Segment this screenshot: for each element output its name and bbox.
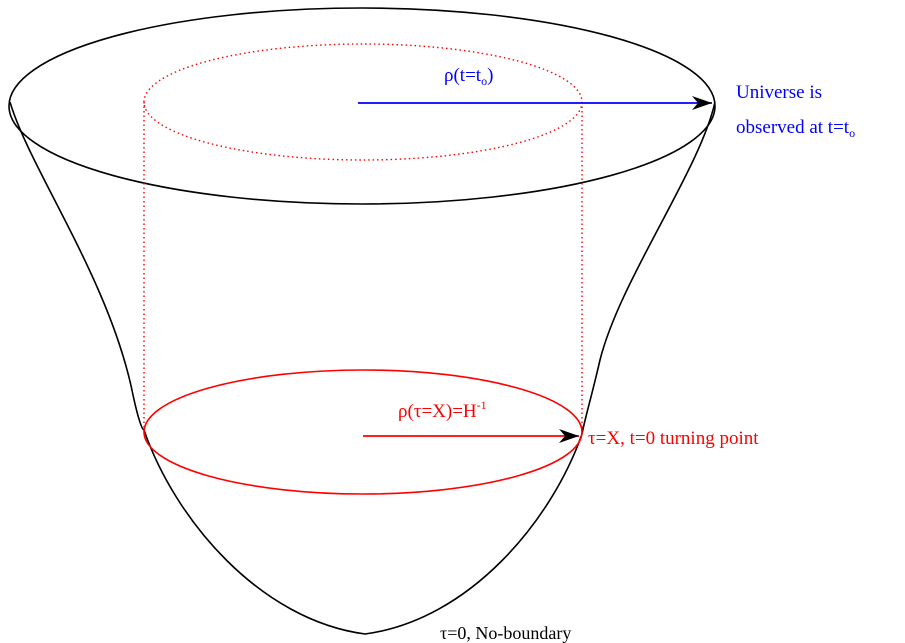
projected-ellipse-dotted <box>143 43 583 161</box>
no-boundary-label: τ=0, No-boundary <box>440 623 571 643</box>
turning-point-label: τ=X, t=0 turning point <box>588 428 759 449</box>
rho-now-suffix: ) <box>487 65 493 86</box>
turning-point-ellipse <box>143 369 583 495</box>
rho-x-label: ρ(τ=X)=H-1 <box>398 398 487 422</box>
rho-x-prefix: ρ(τ=X)=H <box>398 401 477 422</box>
rho-now-prefix: ρ(t=t <box>444 65 482 86</box>
rho-x-superscript: -1 <box>477 398 487 412</box>
universe-line2-prefix: observed at t=t <box>736 117 850 138</box>
universe-observed-label-line2: observed at t=to <box>736 117 855 140</box>
funnel-right-edge <box>581 101 716 435</box>
top-ellipse <box>8 7 716 205</box>
universe-observed-label-line1: Universe is <box>736 82 822 103</box>
funnel-left-edge <box>9 101 145 431</box>
universe-line2-subscript: o <box>849 126 855 140</box>
rho-now-subscript: o <box>481 74 487 88</box>
rho-now-label: ρ(t=to) <box>444 65 493 88</box>
bowl-bottom <box>143 429 583 635</box>
